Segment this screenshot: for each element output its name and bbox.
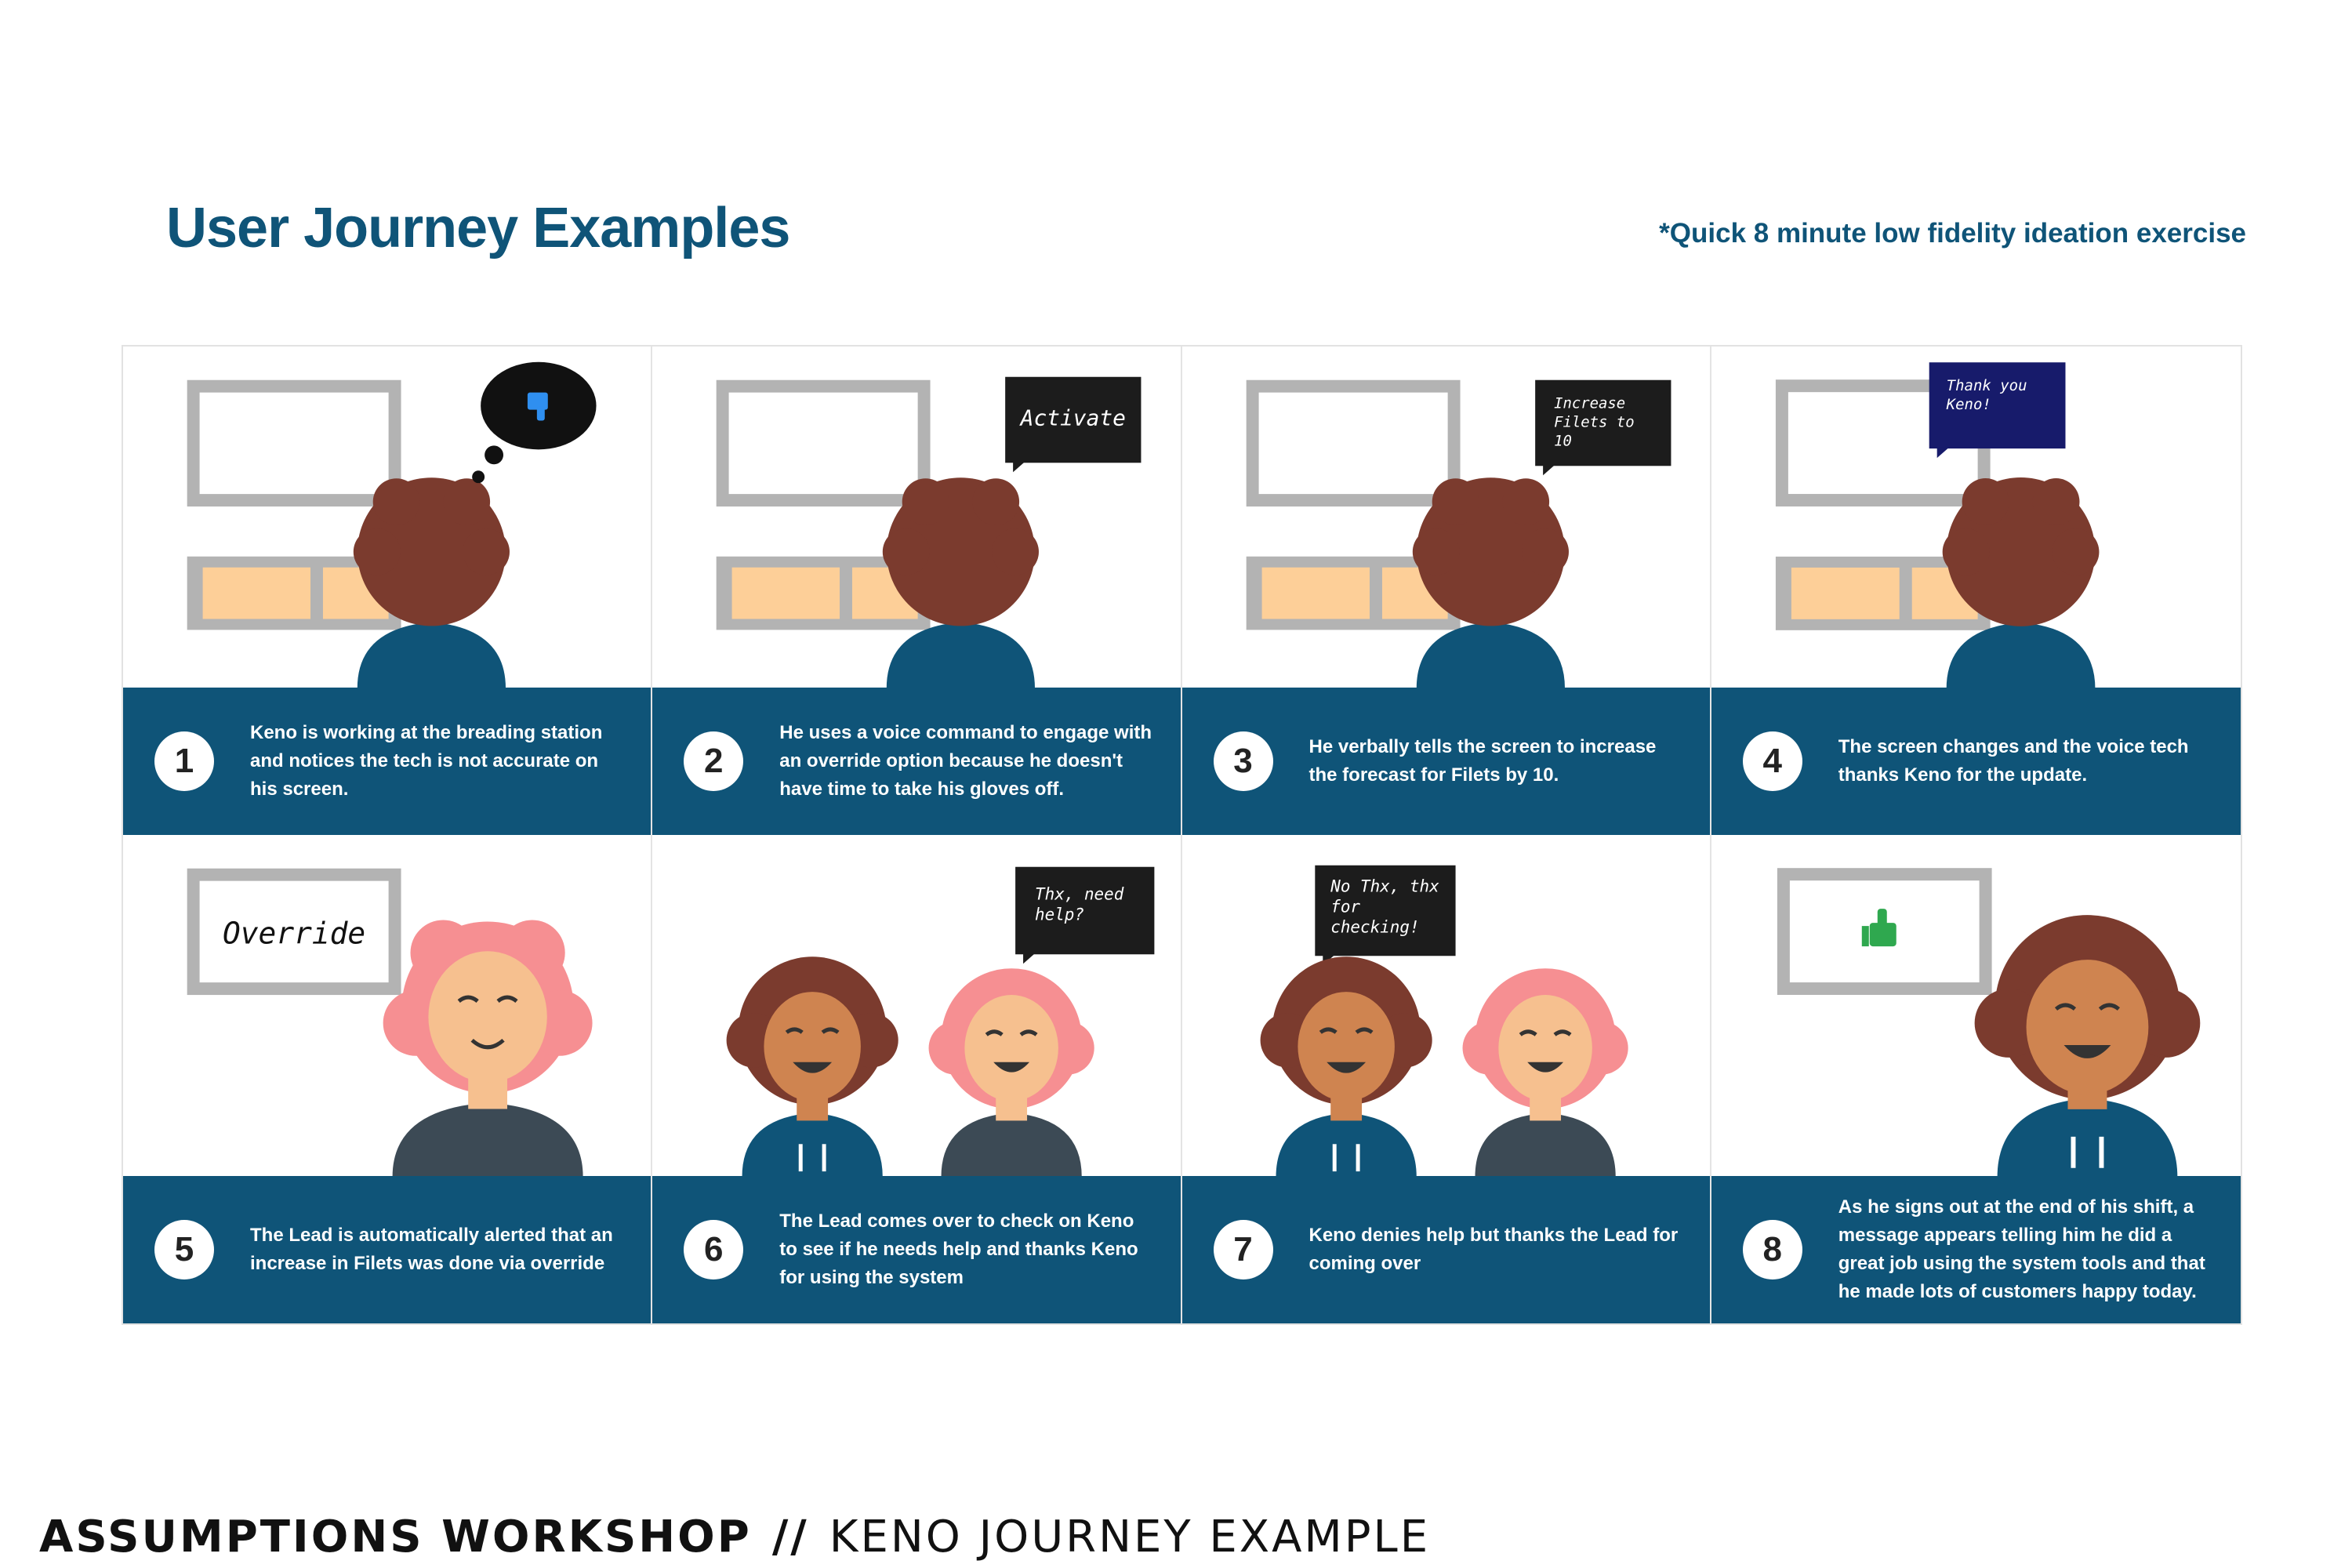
panel-1-caption-bar: 1 Keno is working at the breading statio… (123, 688, 652, 835)
thumbs-down-icon (527, 392, 548, 421)
panel-5-caption: The Lead is automatically alerted that a… (250, 1225, 613, 1274)
panel-3-caption-bar: 3 He verbally tells the screen to increa… (1181, 688, 1710, 835)
storyboard-panel-6: Thx, need help? (652, 835, 1182, 1323)
storyboard: 1 Keno is working at the breading statio… (122, 345, 2242, 1325)
panel-3-caption: He verbally tells the screen to increase… (1308, 736, 1657, 786)
storyboard-panel-4: Thank you Keno! 4 The screen changes and… (1711, 347, 2241, 835)
step-number-badge: 3 (1213, 731, 1273, 791)
speech-bubble-text: No Thx, thx for checking! (1330, 877, 1439, 937)
panel-8-illustration (1711, 835, 2241, 1178)
step-number-badge: 1 (154, 731, 214, 791)
panel-5-illustration: Override (123, 835, 651, 1178)
panel-8-caption-bar: 8 As he signs out at the end of his shif… (1711, 1176, 2241, 1323)
speech-bubble-text: Activate (1019, 405, 1126, 430)
step-number-badge: 6 (684, 1220, 744, 1279)
panel-7-caption-bar: 7 Keno denies help but thanks the Lead f… (1181, 1176, 1710, 1323)
footer-example-label: KENO JOURNEY EXAMPLE (829, 1512, 1431, 1563)
page-title: User Journey Examples (166, 197, 790, 260)
panel-5-caption-bar: 5 The Lead is automatically alerted that… (123, 1176, 652, 1323)
panel-4-illustration: Thank you Keno! (1711, 347, 2241, 689)
storyboard-panel-2: Activate 2 He uses a voice command to en… (652, 347, 1182, 835)
panel-1-illustration (123, 347, 651, 689)
storyboard-panel-3: Increase Filets to 10 3 He verbally tell… (1181, 347, 1711, 835)
panel-7-caption: Keno denies help but thanks the Lead for… (1308, 1225, 1679, 1274)
page-subtitle: *Quick 8 minute low fidelity ideation ex… (1659, 218, 2246, 249)
step-number-badge: 7 (1213, 1220, 1273, 1279)
panel-4-caption-bar: 4 The screen changes and the voice tech … (1711, 688, 2241, 835)
storyboard-panel-7: No Thx, thx for checking! (1181, 835, 1711, 1323)
panel-8-caption: As he signs out at the end of his shift,… (1838, 1196, 2205, 1302)
speech-bubble-text: Thx, need help? (1035, 884, 1124, 924)
footer-separator: // (771, 1512, 809, 1563)
panel-4-caption: The screen changes and the voice tech th… (1838, 736, 2189, 786)
screen-text: Override (223, 916, 365, 950)
step-number-badge: 5 (154, 1220, 214, 1279)
panel-3-illustration: Increase Filets to 10 (1182, 347, 1710, 689)
speech-bubble-text: Increase Filets to 10 (1553, 394, 1635, 450)
panel-1-caption: Keno is working at the breading station … (250, 722, 603, 800)
panel-2-caption: He uses a voice command to engage with a… (779, 722, 1152, 800)
panel-2-illustration: Activate (652, 347, 1180, 689)
panel-6-caption-bar: 6 The Lead comes over to check on Keno t… (652, 1176, 1181, 1323)
footer: ASSUMPTIONS WORKSHOP // KENO JOURNEY EXAMP… (39, 1512, 1430, 1563)
thumbs-up-icon (1861, 909, 1896, 947)
panel-2-caption-bar: 2 He uses a voice command to engage with… (652, 688, 1181, 835)
step-number-badge: 2 (684, 731, 744, 791)
panel-7-illustration: No Thx, thx for checking! (1182, 835, 1710, 1178)
step-number-badge: 8 (1742, 1220, 1802, 1279)
panel-6-caption: The Lead comes over to check on Keno to … (779, 1210, 1138, 1288)
panel-6-illustration: Thx, need help? (652, 835, 1180, 1178)
step-number-badge: 4 (1742, 731, 1802, 791)
storyboard-panel-1: 1 Keno is working at the breading statio… (123, 347, 653, 835)
speech-bubble-text: Thank you Keno! (1946, 377, 2027, 414)
storyboard-panel-8: 8 As he signs out at the end of his shif… (1711, 835, 2241, 1323)
footer-workshop-label: ASSUMPTIONS WORKSHOP (39, 1512, 752, 1563)
storyboard-panel-5: Override 5 The Lead is automatically ale… (123, 835, 653, 1323)
